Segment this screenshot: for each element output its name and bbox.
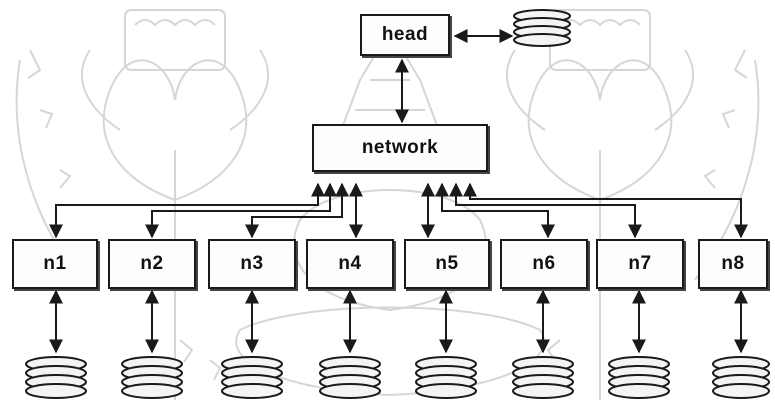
n1-disk-stack-icon — [25, 356, 87, 399]
n4-disk-stack-icon — [319, 356, 381, 399]
network-box: network — [312, 124, 488, 172]
node-label: n4 — [338, 253, 362, 274]
node-n8-box: n8 — [698, 239, 768, 289]
n2-disk-stack-icon — [121, 356, 183, 399]
node-n1-box: n1 — [12, 239, 98, 289]
node-label: n6 — [532, 253, 556, 274]
network-n8-link — [463, 182, 748, 239]
network-n2-link — [145, 182, 337, 239]
node-label: n3 — [240, 253, 264, 274]
node-label: n1 — [43, 253, 67, 274]
node-n7-box: n7 — [596, 239, 684, 289]
network-label: network — [361, 137, 439, 158]
head-label: head — [381, 24, 429, 45]
node-n5-box: n5 — [404, 239, 490, 289]
n3-disk-stack-icon — [221, 356, 283, 399]
node-label: n2 — [140, 253, 164, 274]
n7-disk-stack-icon — [608, 356, 670, 399]
node-label: n8 — [721, 253, 745, 274]
node-label: n7 — [628, 253, 652, 274]
node-n3-box: n3 — [208, 239, 296, 289]
head-disk-stack-icon — [513, 9, 571, 47]
node-label: n5 — [435, 253, 459, 274]
network-n3-link — [245, 182, 349, 239]
node-n4-box: n4 — [306, 239, 394, 289]
n5-disk-stack-icon — [415, 356, 477, 399]
n6-disk-stack-icon — [512, 356, 574, 399]
network-n6-link — [435, 182, 555, 239]
n8-disk-stack-icon — [712, 356, 770, 399]
head-box: head — [360, 14, 450, 56]
node-n2-box: n2 — [108, 239, 196, 289]
node-n6-box: n6 — [500, 239, 588, 289]
